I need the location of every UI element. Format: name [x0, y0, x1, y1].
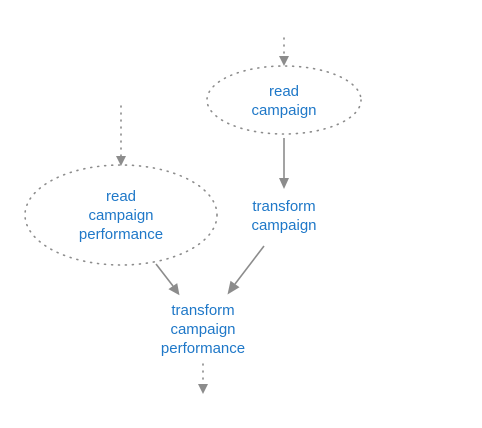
edge-transform-campaign-performance-output — [198, 363, 208, 394]
node-transform-campaign-performance-line-3: performance — [161, 340, 245, 357]
edge-read-campaign-performance-to-transform-campaign-performance — [155, 263, 180, 296]
edge-read-campaign-to-transform-campaign — [279, 138, 289, 189]
node-read-campaign-line-2: campaign — [251, 102, 316, 119]
node-transform-campaign-line-2: campaign — [251, 217, 316, 234]
node-read-campaign-performance-oval — [24, 164, 218, 266]
arrowhead-icon — [227, 280, 240, 295]
arrowhead-icon — [279, 178, 289, 189]
arrowhead-icon — [116, 156, 126, 166]
node-transform-campaign-performance-line-1: transform — [171, 302, 234, 319]
arrowhead-icon — [279, 56, 289, 66]
node-read-campaign-line-1: read — [269, 83, 299, 100]
arrowhead-icon — [168, 283, 180, 296]
node-read-campaign-performance[interactable]: read campaign performance — [24, 164, 218, 266]
node-read-campaign-oval — [206, 65, 362, 135]
node-read-campaign-performance-line-2: campaign — [88, 207, 153, 224]
edge-input-to-read-campaign — [279, 37, 289, 66]
node-transform-campaign-performance-line-2: campaign — [170, 321, 235, 338]
node-read-campaign-performance-line-3: performance — [79, 226, 163, 243]
node-read-campaign[interactable]: read campaign — [206, 65, 362, 135]
edge-transform-campaign-to-transform-campaign-performance — [227, 245, 265, 295]
node-read-campaign-performance-line-1: read — [106, 188, 136, 205]
arrowhead-icon — [198, 384, 208, 394]
node-transform-campaign-performance[interactable]: transform campaign performance — [161, 302, 245, 357]
node-transform-campaign[interactable]: transform campaign — [251, 198, 316, 234]
edge-input-to-read-campaign-performance — [116, 105, 126, 166]
node-transform-campaign-line-1: transform — [252, 198, 315, 215]
